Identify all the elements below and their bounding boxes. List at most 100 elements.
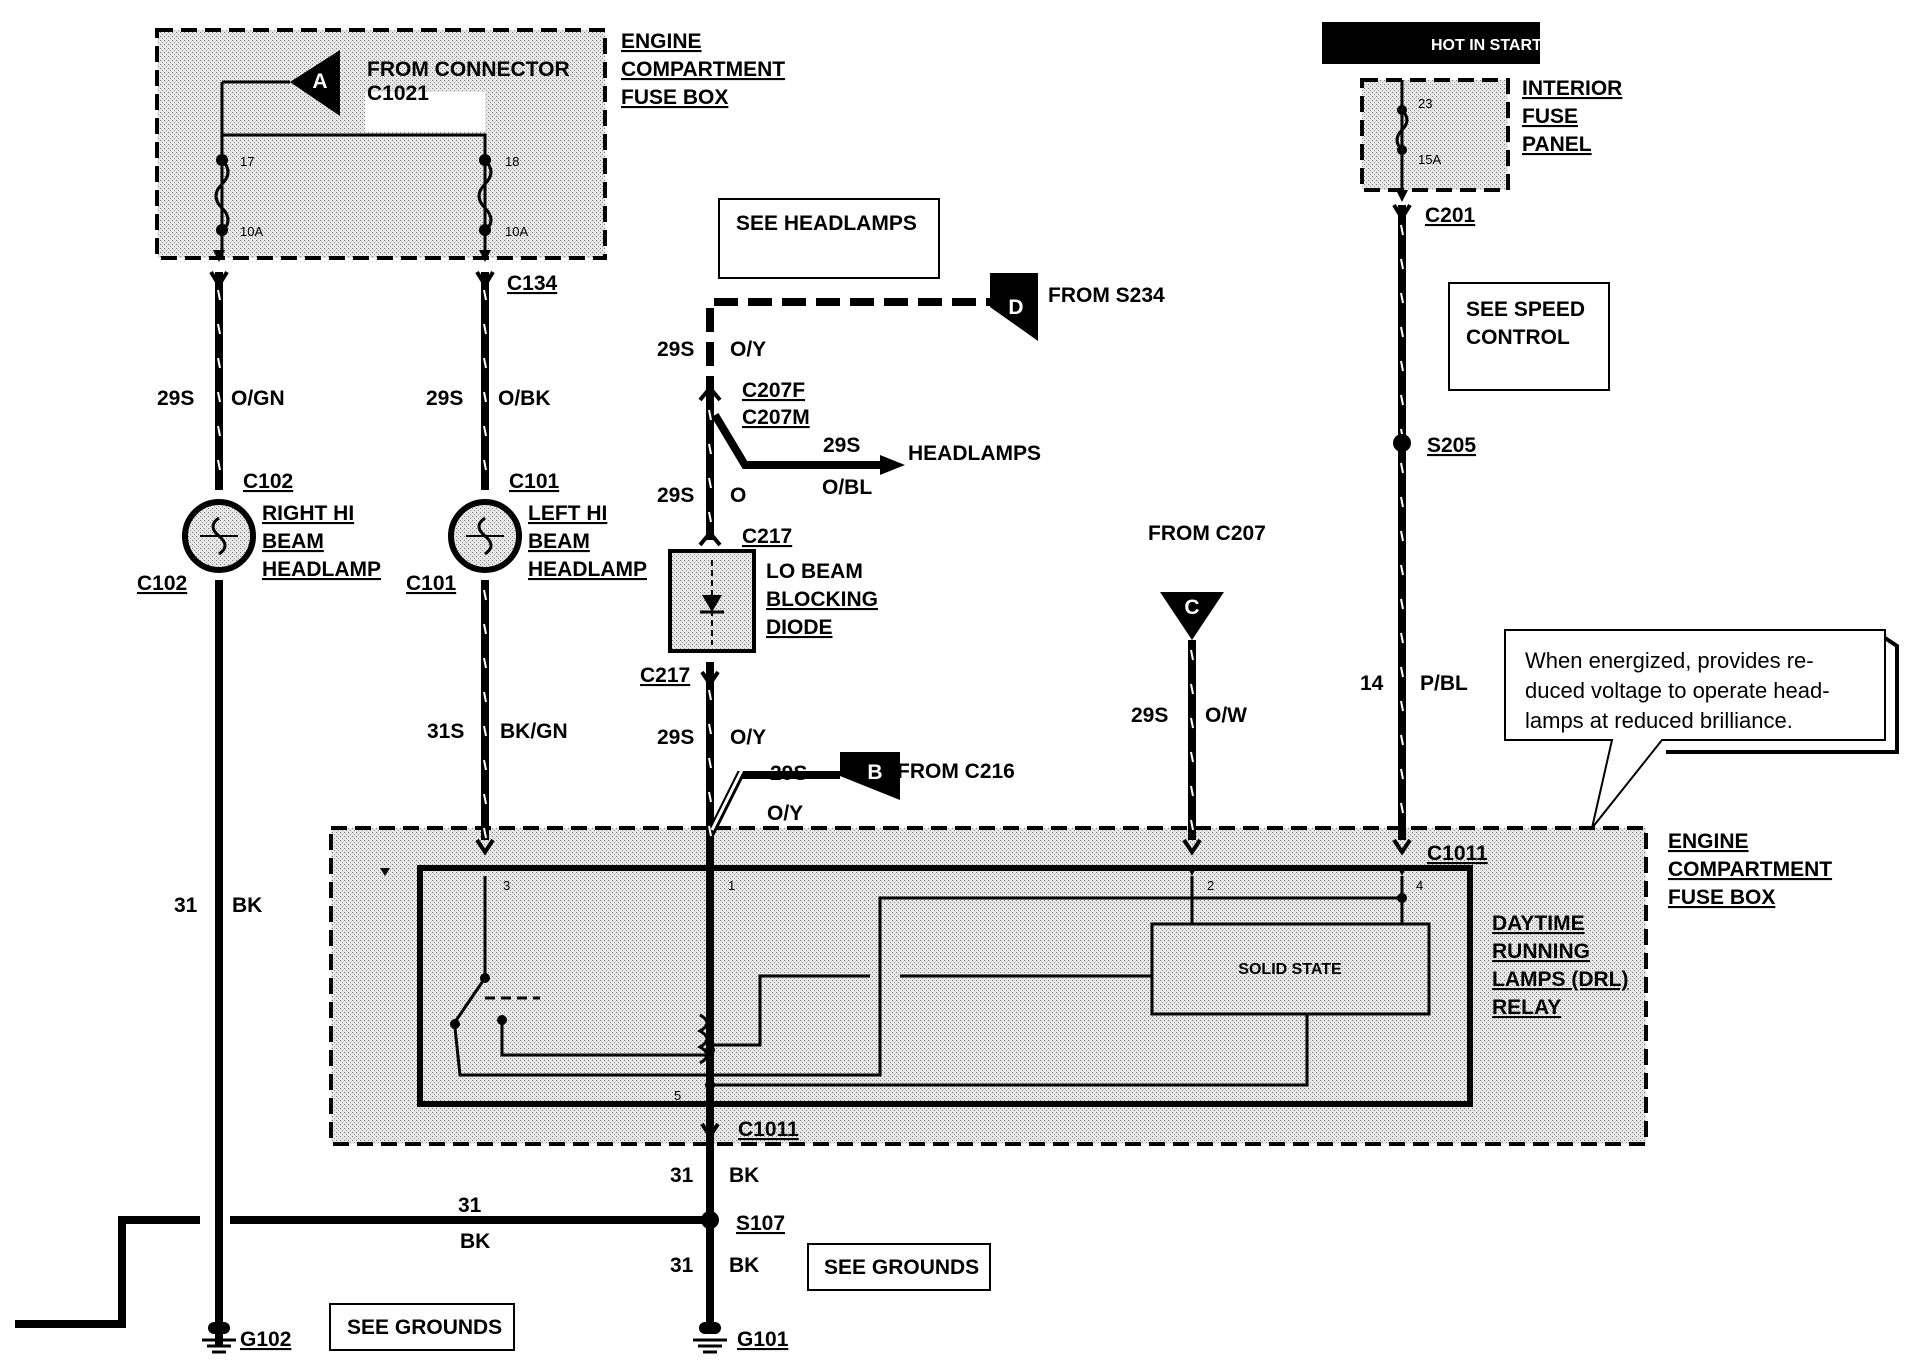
engine-fuse-box-right-l1: ENGINE [1668, 830, 1749, 853]
w2-color: O/BK [498, 387, 551, 410]
connector-b-triangle [840, 752, 900, 800]
connector-c-triangle [1160, 592, 1224, 640]
headlamps-arrow [880, 455, 905, 475]
c207m-label: C207M [742, 406, 810, 429]
w12-color: BK [729, 1164, 759, 1187]
wire-headlamps-branch [711, 412, 880, 469]
engine-fuse-box-top-l3: FUSE BOX [621, 86, 728, 109]
w1-circuit: 29S [157, 387, 194, 410]
splice-s107 [701, 1211, 719, 1229]
drl-relay-l1: DAYTIME [1492, 912, 1585, 935]
w5-circuit: 29S [823, 434, 860, 457]
see-speed-control-box[interactable] [1448, 282, 1610, 391]
fuse-23: 23 [1418, 96, 1432, 111]
w12-circuit: 31 [670, 1164, 694, 1187]
w10-circuit: 31S [427, 720, 464, 743]
right-hi-beam-l1: RIGHT HI [262, 502, 354, 525]
solid-state-module [1150, 922, 1431, 1016]
engine-fuse-box-right-l3: FUSE BOX [1668, 886, 1775, 909]
drl-relay-box [417, 865, 1473, 1107]
connector-a-letter: A [312, 70, 327, 93]
w6-color: O/Y [730, 726, 766, 749]
pin-3: 3 [503, 878, 510, 893]
w14-circuit: 31 [670, 1254, 694, 1277]
right-hi-beam-l2: BEAM [262, 530, 324, 553]
s205-label: S205 [1427, 434, 1476, 457]
interior-fuse-panel-l2: FUSE [1522, 105, 1578, 128]
c134-label: C134 [507, 272, 558, 295]
s107-label: S107 [736, 1212, 785, 1235]
interior-fuse-panel [1360, 78, 1510, 192]
pin-5: 5 [674, 1088, 681, 1103]
w8-circuit: 29S [1131, 704, 1168, 727]
drl-relay-l2: RUNNING [1492, 940, 1590, 963]
headlamps-label: HEADLAMPS [908, 442, 1041, 465]
note-line-1: When energized, provides re- [1525, 648, 1814, 673]
wires [15, 205, 1406, 1328]
w11-color: BK [232, 894, 262, 917]
right-hi-beam-lamp [182, 499, 256, 573]
diode-label-l2: BLOCKING [766, 588, 878, 611]
w6-circuit: 29S [657, 726, 694, 749]
note-callout-shadow [1666, 636, 1899, 754]
connector-label-bg [365, 92, 485, 132]
w1-color: O/GN [231, 387, 285, 410]
diode-label-l3: DIODE [766, 616, 833, 639]
note-line-3: lamps at reduced brilliance. [1525, 708, 1793, 733]
solid-state-label: SOLID STATE [1238, 961, 1342, 978]
pin-1: 1 [728, 878, 735, 893]
engine-fuse-box-right-l2: COMPARTMENT [1668, 858, 1832, 881]
w11-circuit: 31 [174, 894, 198, 917]
w5-color: O/BL [822, 476, 872, 499]
w7-circuit: 29S [770, 762, 807, 785]
see-headlamps-label: SEE HEADLAMPS [736, 212, 917, 235]
g101-label: G101 [737, 1328, 789, 1351]
pin-2: 2 [1207, 878, 1214, 893]
c102-bottom-label: C102 [137, 572, 187, 595]
see-grounds-b-label: SEE GROUNDS [824, 1256, 979, 1279]
drl-relay-l4: RELAY [1492, 996, 1561, 1019]
engine-fuse-box-top-l1: ENGINE [621, 30, 702, 53]
drl-relay-l3: LAMPS (DRL) [1492, 968, 1628, 991]
splice-s205 [1393, 434, 1411, 452]
diode-symbol [700, 560, 724, 645]
left-hi-beam-l2: BEAM [528, 530, 590, 553]
engine-fuse-box-bottom [329, 826, 1648, 1146]
right-hi-beam-l3: HEADLAMP [262, 558, 381, 581]
connector-d-triangle [990, 273, 1038, 341]
c201-label: C201 [1425, 204, 1476, 227]
note-line-2: duced voltage to operate head- [1525, 678, 1830, 703]
from-s234-label: FROM S234 [1048, 284, 1165, 307]
c102-top-label: C102 [243, 470, 293, 493]
from-connector-label: FROM CONNECTOR [367, 58, 570, 81]
connector-forks [209, 203, 1412, 1140]
w13-color: BK [460, 1230, 490, 1253]
fuse-17: 17 [240, 154, 254, 169]
see-grounds-box-a[interactable] [329, 1303, 515, 1351]
hot-in-start-or-run-label: HOT IN START OR RUN [1431, 37, 1609, 54]
connector-b-letter: B [867, 761, 882, 784]
w9-circuit: 14 [1360, 672, 1384, 695]
wire-hatches [217, 224, 1404, 839]
see-grounds-a-label: SEE GROUNDS [347, 1316, 502, 1339]
relay-contact-dots [450, 893, 1407, 1090]
fuse-15a: 15A [1418, 152, 1441, 167]
see-speed-control-l2: CONTROL [1466, 326, 1570, 349]
c1011-bottom-label: C1011 [738, 1118, 799, 1141]
left-hi-beam-lamp [448, 499, 522, 573]
see-grounds-box-b[interactable] [807, 1243, 991, 1291]
g102-label: G102 [240, 1328, 291, 1351]
left-hi-beam-l3: HEADLAMP [528, 558, 647, 581]
c101-top-label: C101 [509, 470, 560, 493]
engine-fuse-box-top [155, 28, 607, 260]
ground-g101 [693, 1322, 727, 1354]
wire-bk-left-ground [15, 1216, 200, 1328]
fuse-18: 18 [505, 154, 519, 169]
w4-circuit: 29S [657, 484, 694, 507]
see-headlamps-box[interactable] [718, 198, 940, 279]
engine-fuse-box-top-l2: COMPARTMENT [621, 58, 785, 81]
w9-color: P/BL [1420, 672, 1468, 695]
w4-color: O [730, 484, 746, 507]
see-speed-control-l1: SEE SPEED [1466, 298, 1585, 321]
connector-c-letter: C [1184, 596, 1199, 619]
